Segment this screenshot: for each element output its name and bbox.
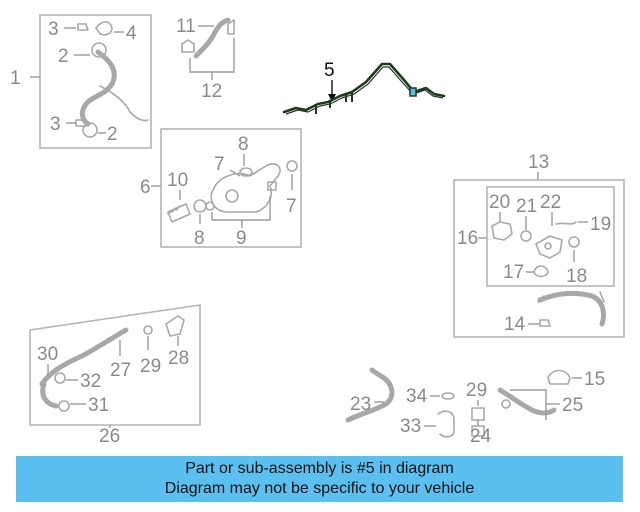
gasket-part-7[interactable] [267,181,277,191]
gasket-part-20[interactable] [491,221,513,241]
bracket-part-12-right[interactable] [227,19,235,35]
callout-16[interactable]: 16 [457,228,478,249]
callout-13[interactable]: 13 [528,152,549,173]
callout-30[interactable]: 30 [37,344,58,365]
callout-3-top[interactable]: 3 [48,19,59,40]
footer-line-1: Part or sub-assembly is #5 in diagram [185,460,454,477]
callout-34[interactable]: 34 [406,386,428,407]
group-16-frame [486,186,615,287]
hose-clamps-part-14[interactable] [537,291,605,303]
callout-3-bottom[interactable]: 3 [50,114,61,135]
callout-25[interactable]: 25 [562,395,583,416]
callout-9[interactable]: 9 [236,228,247,249]
callout-4[interactable]: 4 [126,23,137,44]
callout-23[interactable]: 23 [350,394,371,415]
fitting-part-28[interactable] [165,315,185,337]
gasket-part-17[interactable] [533,265,549,278]
pipe-assembly-part-5[interactable]: 5 [282,60,446,115]
callout-8-top[interactable]: 8 [238,134,249,155]
callout-6[interactable]: 6 [140,177,151,198]
callout-33[interactable]: 33 [400,416,421,437]
o-ring-part-18[interactable] [568,236,580,248]
grommet-part-34[interactable] [441,392,455,400]
o-ring-part-8-top[interactable] [239,167,253,177]
callout-14[interactable]: 14 [504,314,526,335]
bolt-part-3-top[interactable] [77,23,89,31]
bolt-part-3-bottom[interactable] [75,119,87,127]
connector-port-part-22[interactable] [544,242,552,250]
bolt-part-14[interactable] [539,319,551,327]
bracket-part-33[interactable] [437,410,455,438]
footer-line-2: Diagram may not be specific to your vehi… [164,480,475,497]
callout-28[interactable]: 28 [168,348,189,369]
seal-inner-part-8[interactable] [205,201,215,211]
hose-part-14[interactable] [537,290,607,327]
bracket-part-12-left[interactable] [181,39,195,53]
fitting-part-24[interactable] [471,425,485,437]
callout-22[interactable]: 22 [540,192,561,213]
callout-29-right[interactable]: 29 [466,380,487,401]
group-13-box: 13 16 20 21 22 19 18 17 14 [453,152,625,338]
callout-19[interactable]: 19 [590,214,611,235]
callout-32[interactable]: 32 [80,371,101,392]
pipe-clip-part-5[interactable] [409,87,417,97]
o-ring-part-29[interactable] [143,325,153,335]
clamp-part-2-bottom[interactable] [82,122,98,138]
callout-18[interactable]: 18 [566,266,587,287]
hose-part-11[interactable] [193,17,231,59]
pipe-part-25[interactable] [497,387,557,416]
hose-part-19[interactable] [555,221,577,225]
group-6-frame [160,128,302,248]
cap-part-15[interactable] [547,369,571,385]
callout-5[interactable]: 5 [324,60,335,81]
seal-part-8-bottom[interactable] [193,199,207,213]
group-13-frame [453,179,625,338]
hose-branch-part-1[interactable] [99,85,149,122]
clamp-part-2-top[interactable] [91,42,107,58]
callout-26[interactable]: 26 [99,426,120,447]
callout-8-bottom[interactable]: 8 [194,228,205,249]
callout-7-right[interactable]: 7 [286,196,297,217]
connector-part-22[interactable] [535,235,563,259]
callout-21[interactable]: 21 [516,196,537,217]
thermostat-spring-part-10[interactable] [167,205,181,215]
clamp-part-25[interactable] [501,399,511,409]
hose-part-23[interactable] [345,367,395,423]
pipe-line-part-5[interactable] [282,62,446,114]
clamp-part-32[interactable] [54,372,66,384]
callout-1[interactable]: 1 [10,68,21,89]
callout-31[interactable]: 31 [88,395,109,416]
callout-15[interactable]: 15 [584,369,605,390]
callout-17[interactable]: 17 [503,262,524,283]
callout-27[interactable]: 27 [110,360,131,381]
o-ring-part-21[interactable] [520,230,532,242]
callout-2-top[interactable]: 2 [58,46,69,67]
group-1-frame [39,14,152,149]
hose-part-30[interactable] [40,381,59,409]
group-1-box: 1 3 4 2 3 2 [10,14,152,149]
callout-7-top[interactable]: 7 [214,154,225,175]
callout-11[interactable]: 11 [176,16,196,37]
callout-10[interactable]: 10 [167,170,188,191]
group-12: 11 12 [176,16,235,102]
callout-2-bottom[interactable]: 2 [107,124,118,145]
group-6-box: 6 8 7 7 10 8 9 [140,128,302,249]
o-ring-part-29-right[interactable] [471,407,485,421]
o-ring-part-7-right[interactable] [286,160,298,172]
pipe-part-27[interactable] [39,327,129,387]
callout-29-left[interactable]: 29 [140,356,161,377]
callout-12[interactable]: 12 [201,81,222,102]
housing-port-part-9[interactable] [225,189,239,203]
group-26-frame [29,304,201,426]
bracket-part-4[interactable] [95,21,113,36]
footer-banner: Part or sub-assembly is #5 in diagram Di… [16,456,623,502]
group-bottom-parts: 23 34 33 29 24 25 15 [345,367,605,447]
hose-part-1[interactable] [79,49,117,127]
callout-20[interactable]: 20 [489,192,510,213]
clamp-part-31[interactable] [58,400,70,412]
callout-24[interactable]: 24 [470,426,492,447]
group-26-box: 30 32 31 27 29 28 26 [29,304,201,447]
